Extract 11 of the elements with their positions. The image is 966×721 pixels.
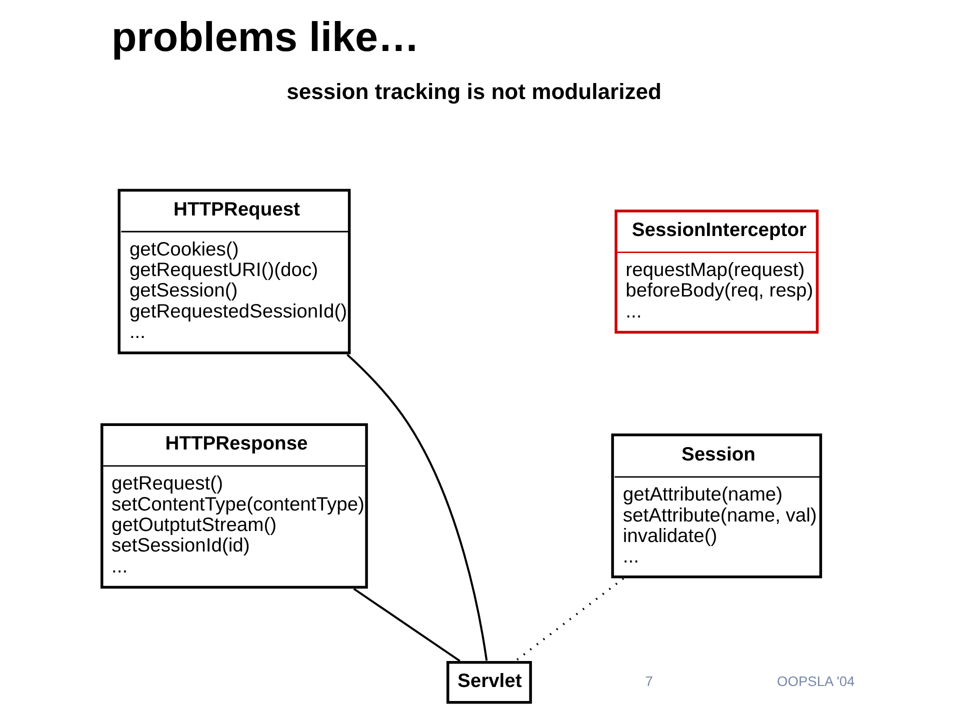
node-box: HTTPResponse getRequest() setContentType(contentType) getOutptutStream() setSessionId(id) ...: [100, 423, 368, 589]
label: session tracking is not modularized: [286, 79, 662, 104]
node-box: Servlet: [446, 660, 532, 704]
connector: [346, 354, 488, 661]
diagram-title: problems like…: [112, 14, 420, 60]
node-box: Session getAttribute(name) setAttribute(name, val) invalidate() ...: [611, 434, 822, 578]
label: 7: [645, 674, 653, 689]
connector: [353, 588, 460, 662]
node-box: SessionInterceptor requestMap(request) beforeBody(req, resp) ...: [614, 210, 819, 334]
label: OOPSLA '04: [777, 674, 855, 689]
connector: [515, 578, 624, 662]
